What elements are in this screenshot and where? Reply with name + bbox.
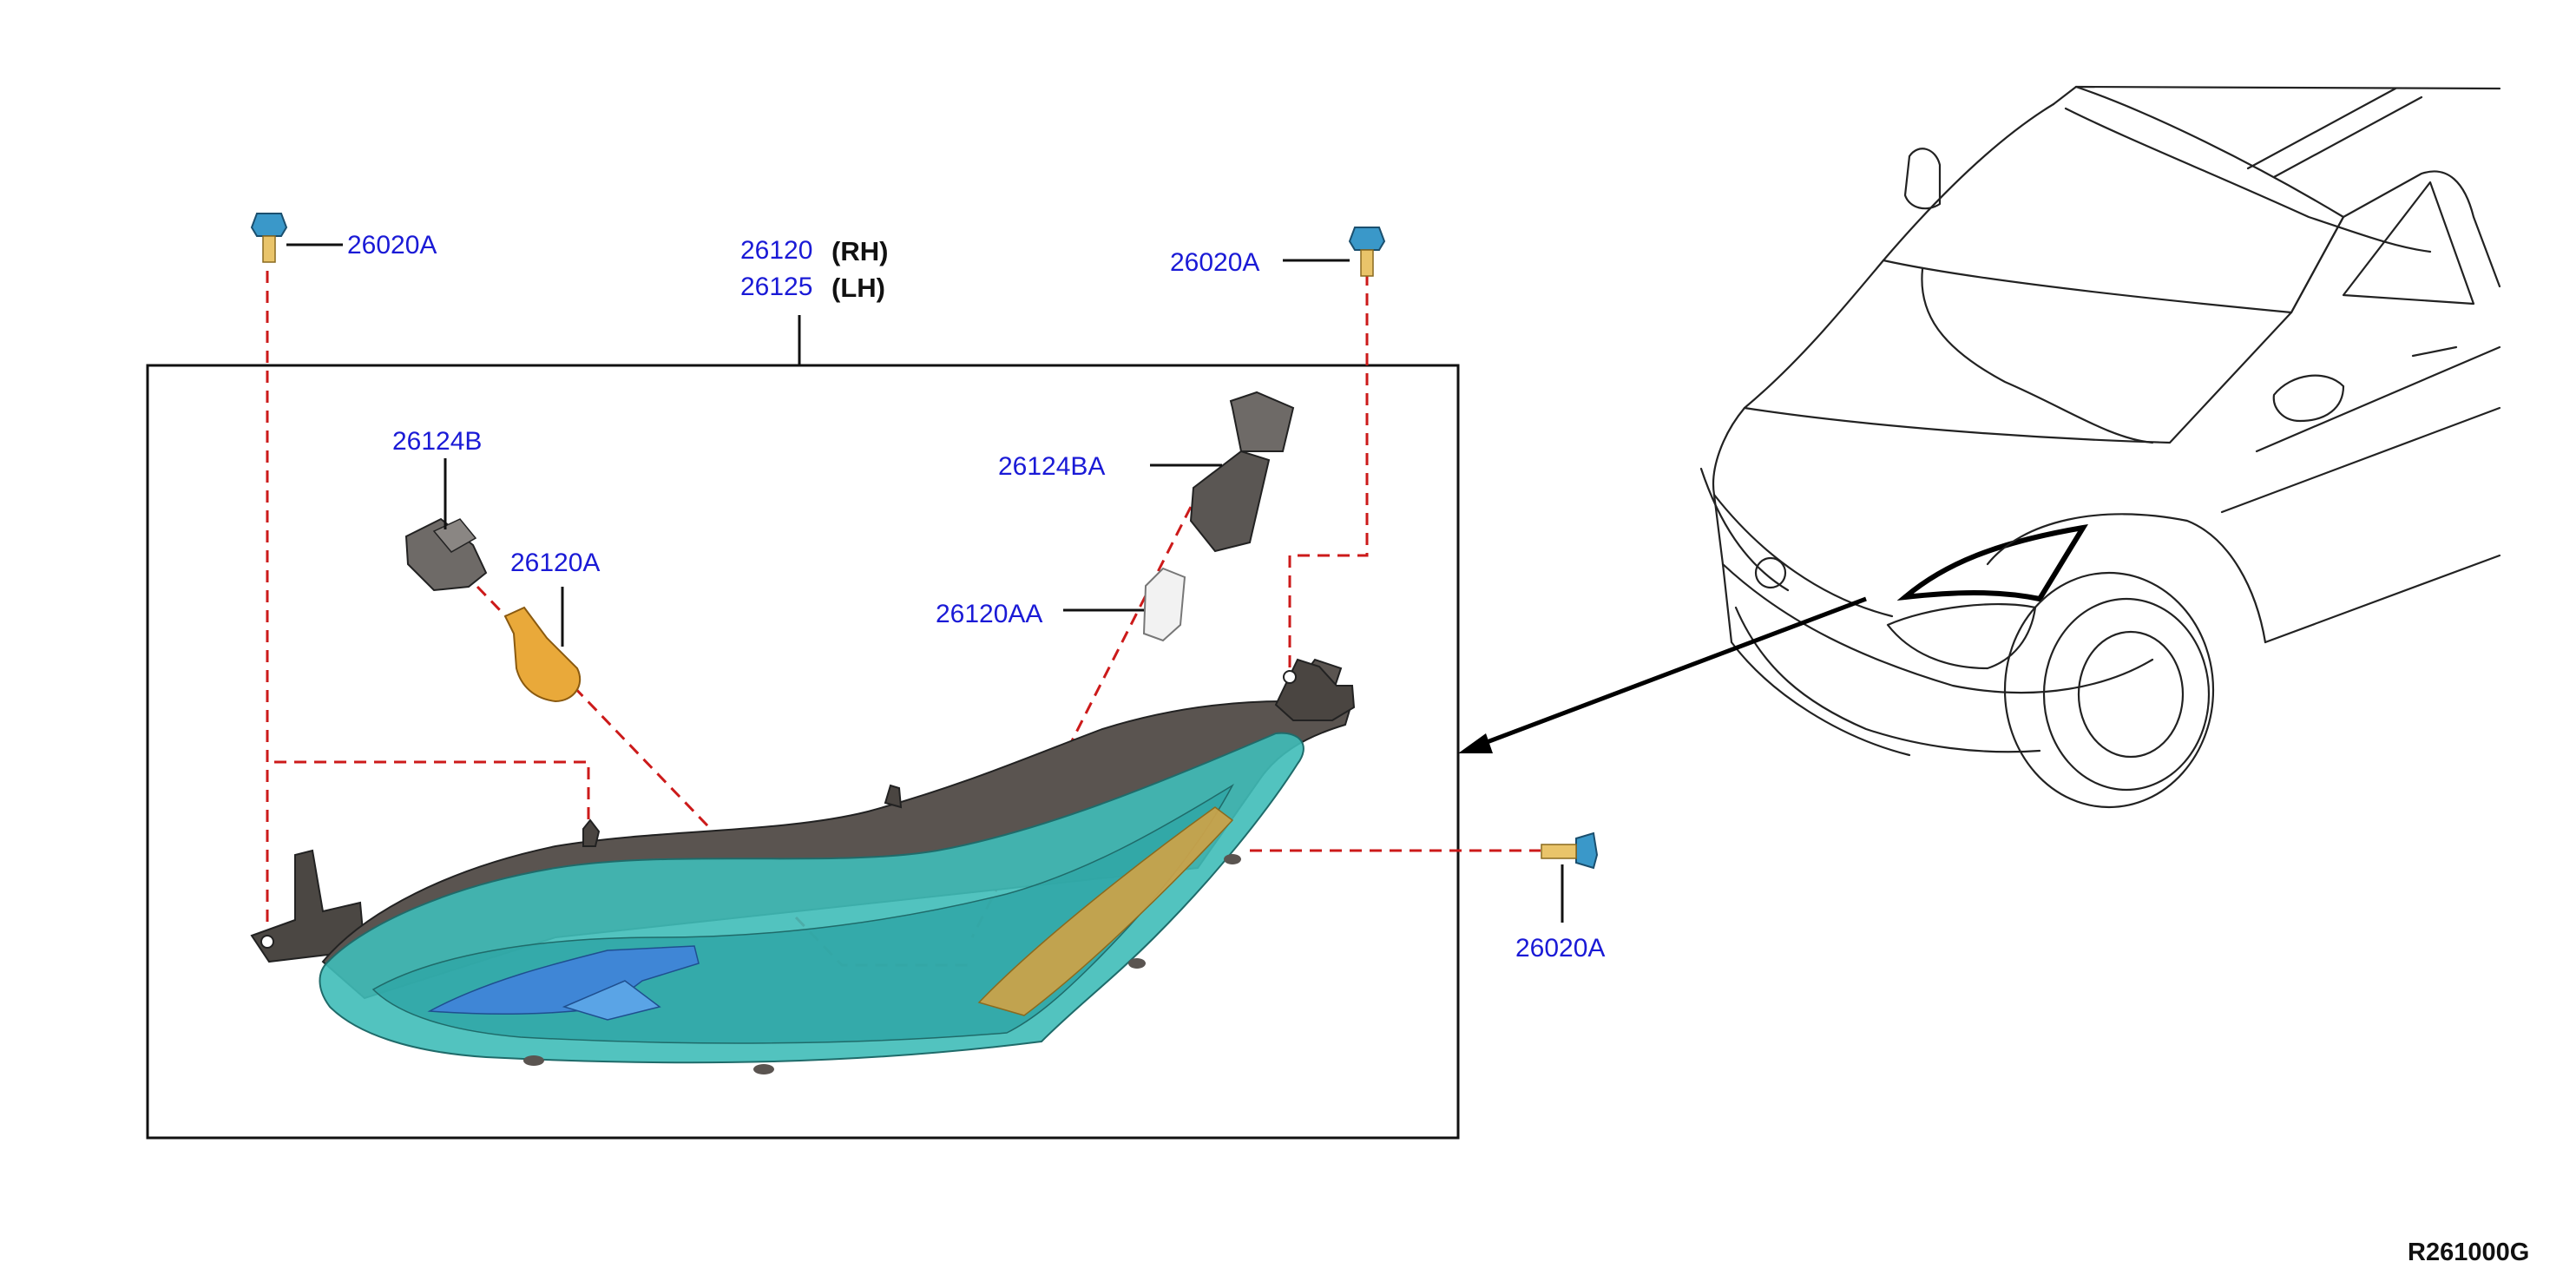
label-assembly-lh-number: 26125 [740,273,812,301]
socket-left [404,517,488,592]
label-assembly-rh-side: (RH) [831,236,888,266]
label-bulb-clear: 26120AA [936,600,1042,628]
bolt-top-right [1348,227,1386,277]
label-socket-right: 26124BA [998,452,1105,481]
callout-arrow [1458,596,1867,753]
label-bolt-side: 26020A [1515,934,1605,963]
bulb-amber [503,606,582,703]
bulb-clear [1142,567,1186,642]
label-bulb-amber: 26120A [510,549,600,577]
label-assembly-lh-side: (LH) [831,273,885,303]
bolt-top-left [250,213,288,263]
label-assembly-rh-number: 26120 [740,236,812,265]
figure-code: R261000G [2408,1239,2529,1266]
bolt-side [1541,831,1599,870]
socket-right [1189,391,1295,553]
label-bolt-top-left: 26020A [347,231,437,260]
label-socket-left: 26124B [392,427,482,456]
leader-lines [286,243,1564,923]
assembly-frame [146,364,1460,1140]
headlamp-assembly [250,658,1356,1074]
vehicle-illustration [1699,85,2501,809]
label-bolt-top-right: 26020A [1170,248,1259,277]
